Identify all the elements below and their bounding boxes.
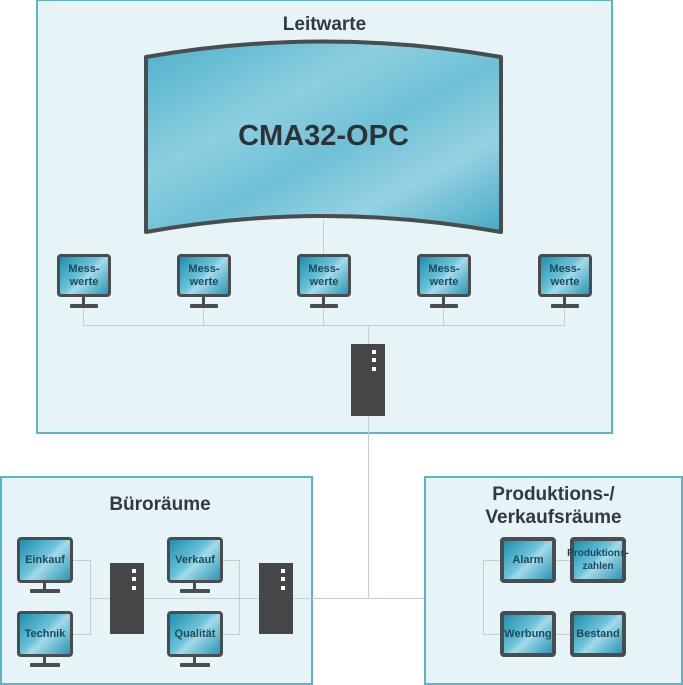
- connector-line: [443, 307, 444, 325]
- connector-line: [83, 307, 84, 325]
- connector-line: [483, 560, 484, 635]
- workstation-label: Mess- werte: [297, 254, 351, 297]
- workstation-label: Verkauf: [167, 537, 223, 583]
- connector-line: [90, 560, 91, 635]
- connector-line: [90, 598, 426, 599]
- display-bestand[interactable]: Bestand: [570, 611, 626, 657]
- display-label: Produktions- zahlen: [567, 537, 629, 583]
- display-werbung[interactable]: Werbung: [500, 611, 556, 657]
- main-display-icon: [144, 39, 503, 234]
- zone-title-leitwarte: Leitwarte: [282, 14, 367, 35]
- workstation-verkauf[interactable]: Verkauf: [167, 537, 223, 593]
- connector-line: [555, 634, 571, 635]
- display-label: Bestand: [570, 611, 626, 657]
- connector-line: [222, 560, 239, 561]
- workstation-messwerte[interactable]: Mess- werte: [417, 254, 471, 308]
- workstation-label: Qualität: [167, 611, 223, 657]
- display-alarm[interactable]: Alarm: [500, 537, 556, 583]
- connector-line: [483, 560, 501, 561]
- server-icon[interactable]: [110, 563, 144, 634]
- workstation-messwerte[interactable]: Mess- werte: [297, 254, 351, 308]
- connector-line: [222, 634, 239, 635]
- workstation-label: Einkauf: [17, 537, 73, 583]
- workstation-qualitaet[interactable]: Qualität: [167, 611, 223, 667]
- display-label: Alarm: [500, 537, 556, 583]
- display-label: Werbung: [500, 611, 556, 657]
- workstation-messwerte[interactable]: Mess- werte: [57, 254, 111, 308]
- workstation-label: Technik: [17, 611, 73, 657]
- workstation-messwerte[interactable]: Mess- werte: [177, 254, 231, 308]
- connector-line: [323, 220, 324, 256]
- connector-line: [73, 560, 90, 561]
- connector-line: [368, 325, 369, 599]
- zone-title-bueroraeume: Büroräume: [109, 494, 211, 515]
- workstation-label: Mess- werte: [57, 254, 111, 297]
- workstation-label: Mess- werte: [538, 254, 592, 297]
- display-produktionszahlen[interactable]: Produktions- zahlen: [567, 537, 629, 583]
- server-icon[interactable]: [259, 563, 293, 634]
- connector-line: [83, 325, 565, 326]
- workstation-einkauf[interactable]: Einkauf: [17, 537, 73, 593]
- connector-line: [564, 307, 565, 325]
- connector-line: [73, 634, 90, 635]
- main-display-label: CMA32-OPC: [238, 120, 409, 152]
- zone-title-produktion-1: Produktions-/: [492, 484, 615, 505]
- connector-line: [555, 560, 571, 561]
- connector-line: [483, 634, 501, 635]
- workstation-messwerte[interactable]: Mess- werte: [538, 254, 592, 308]
- server-icon[interactable]: [351, 344, 385, 416]
- connector-line: [323, 307, 324, 325]
- connector-line: [239, 560, 240, 635]
- connector-line: [203, 307, 204, 325]
- zone-title-produktion-2: Verkaufsräume: [485, 507, 622, 528]
- workstation-label: Mess- werte: [417, 254, 471, 297]
- workstation-label: Mess- werte: [177, 254, 231, 297]
- workstation-technik[interactable]: Technik: [17, 611, 73, 667]
